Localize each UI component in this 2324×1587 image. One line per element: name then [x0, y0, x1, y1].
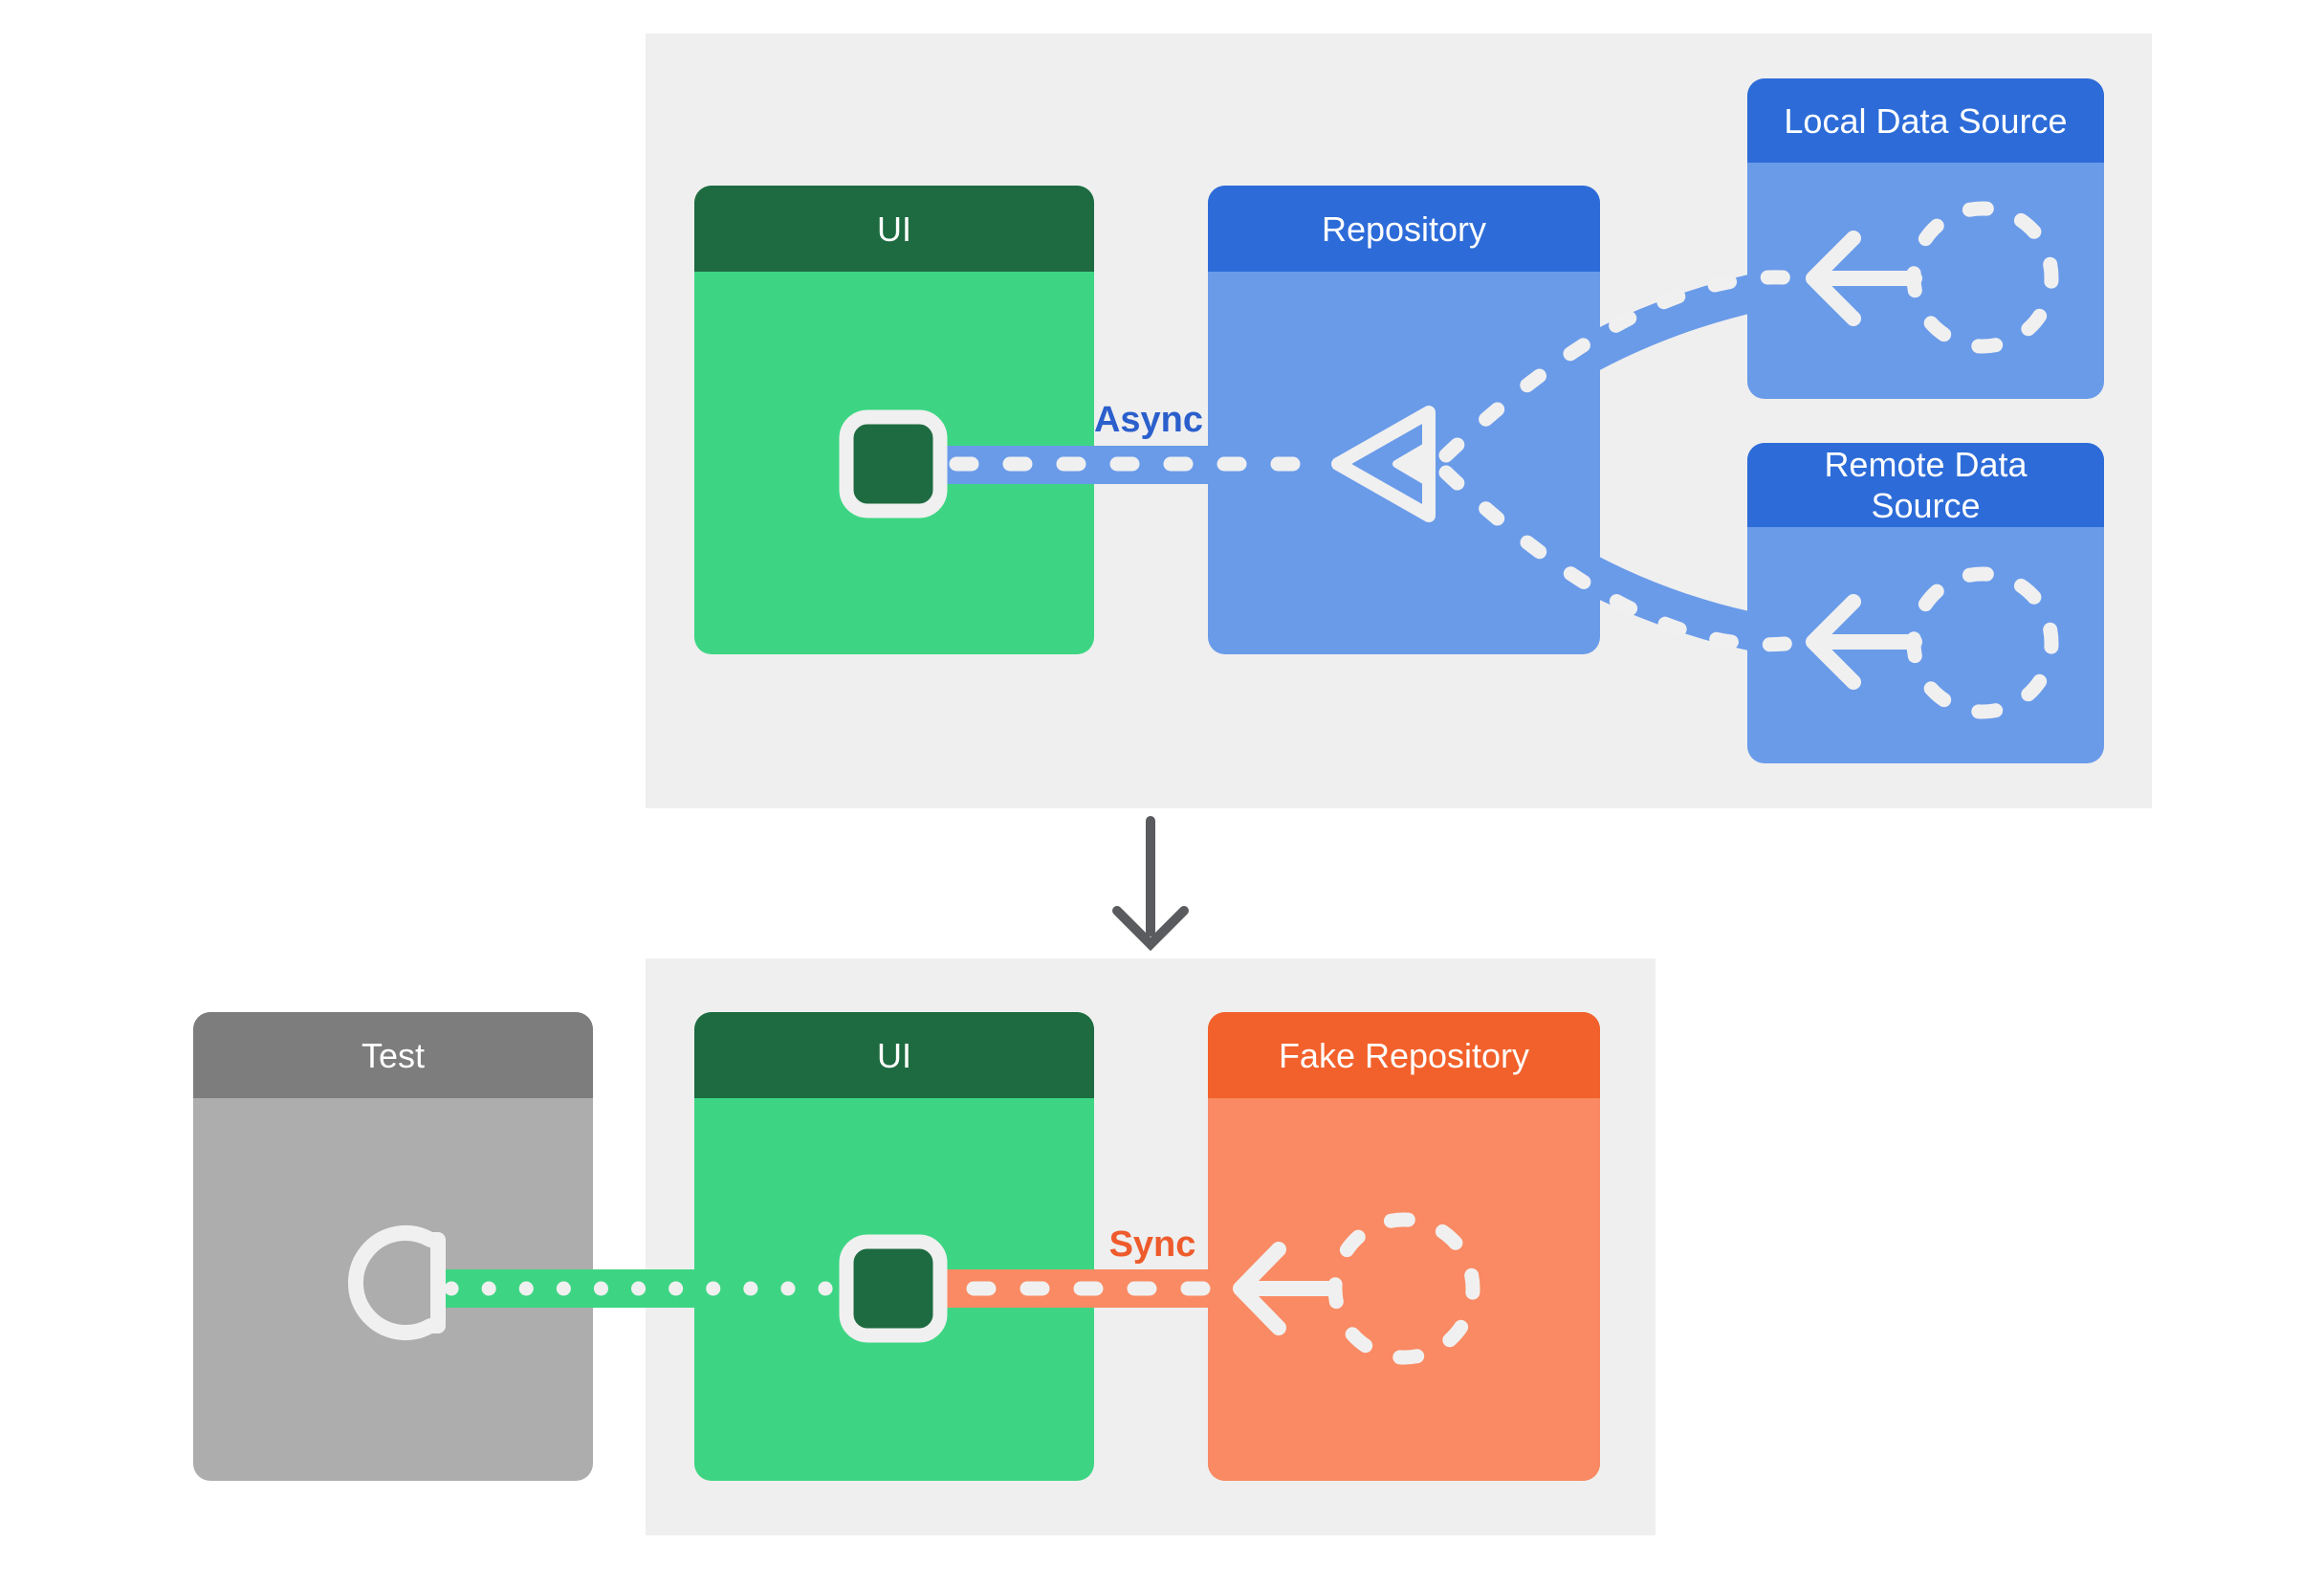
card-remote-data-source-header: Remote Data Source [1747, 443, 2104, 527]
card-ui-top-header: UI [694, 186, 1094, 272]
transform-down-arrow-icon [1112, 816, 1189, 952]
card-repository: Repository [1208, 186, 1600, 654]
card-fake-repository-body [1208, 1098, 1600, 1481]
card-remote-data-source: Remote Data Source [1747, 443, 2104, 763]
card-test: Test [193, 1012, 593, 1481]
card-ui-top-title: UI [877, 209, 911, 249]
card-test-header: Test [193, 1012, 593, 1098]
card-local-data-source-header: Local Data Source [1747, 78, 2104, 163]
card-repository-title: Repository [1321, 209, 1487, 249]
sync-label: Sync [1108, 1224, 1196, 1265]
card-fake-repository-header: Fake Repository [1208, 1012, 1600, 1098]
async-label: Async [1093, 400, 1204, 440]
card-ui-bottom-header: UI [694, 1012, 1094, 1098]
card-remote-data-source-title: Remote Data Source [1824, 445, 2028, 525]
card-fake-repository-title: Fake Repository [1278, 1035, 1530, 1075]
card-ui-top: UI [694, 186, 1094, 654]
card-local-data-source: Local Data Source [1747, 78, 2104, 399]
card-fake-repository: Fake Repository [1208, 1012, 1600, 1481]
card-ui-bottom-title: UI [877, 1035, 911, 1075]
card-ui-bottom: UI [694, 1012, 1094, 1481]
card-local-data-source-title: Local Data Source [1784, 100, 2068, 141]
card-test-title: Test [361, 1035, 426, 1075]
card-repository-header: Repository [1208, 186, 1600, 272]
